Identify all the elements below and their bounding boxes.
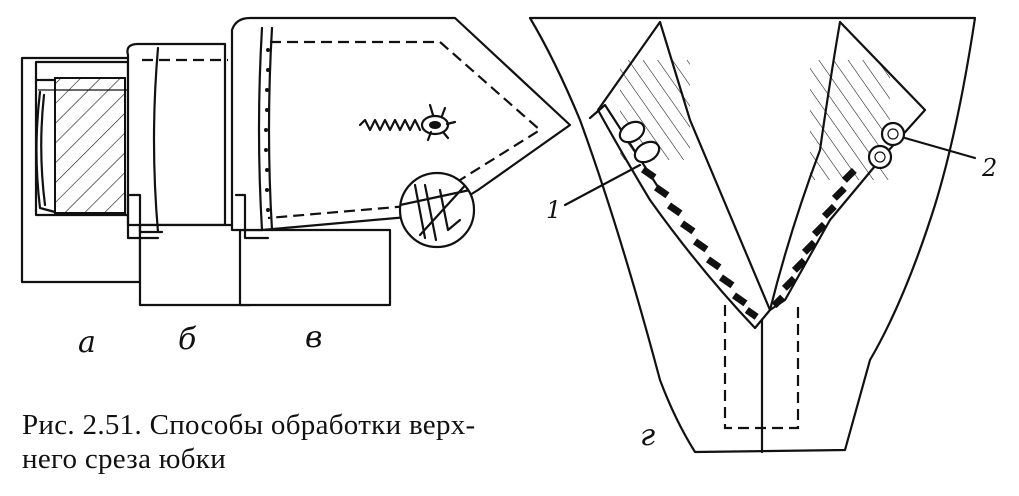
variant-v-drawing <box>230 16 572 307</box>
label-2: 2 <box>982 154 998 182</box>
label-v: в <box>305 320 323 355</box>
button-left-icon <box>618 120 661 164</box>
label-g: г <box>640 418 656 453</box>
variant-g-zipper-drawing <box>528 16 977 454</box>
label-a: а <box>78 325 96 360</box>
caption-line-2: него среза юбки <box>22 443 227 475</box>
variant-b-drawing <box>126 42 252 307</box>
variant-a-drawing <box>20 56 142 284</box>
buttonhole-icon <box>358 103 457 142</box>
label-1: 1 <box>546 196 562 224</box>
button-right-icon <box>867 121 906 170</box>
label-b: б <box>178 322 197 357</box>
caption-line-1: Рис. 2.51. Способы обработки верх- <box>22 409 476 441</box>
figure-caption: Рис. 2.51. Способы обработки верх- него … <box>22 408 476 476</box>
